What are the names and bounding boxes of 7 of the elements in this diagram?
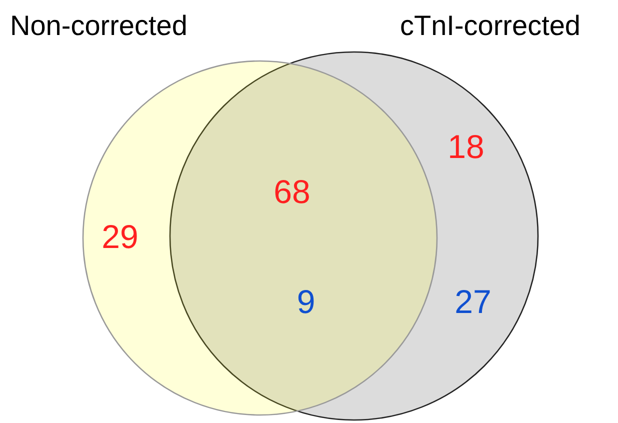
set-heading: cTnI-corrected [400,10,580,42]
region-count: 29 [102,219,138,255]
region-count: 18 [448,129,484,165]
set-heading: Non-corrected [10,10,188,42]
region-count: 68 [274,174,310,210]
region-count: 27 [454,284,492,320]
region-count: 9 [296,284,316,320]
